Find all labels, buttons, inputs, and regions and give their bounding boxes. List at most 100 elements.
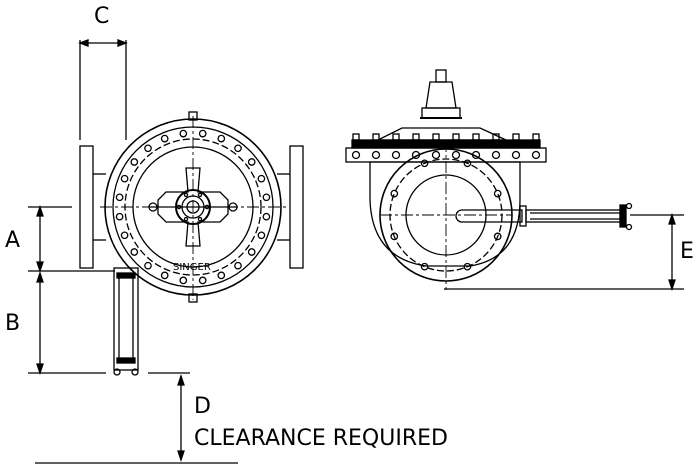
flange-bolt <box>179 276 188 285</box>
hub-bolts <box>176 192 210 222</box>
limit-switch-cap-bottom <box>116 357 136 364</box>
hub-middle <box>181 195 205 219</box>
bonnet-nut <box>472 133 480 141</box>
hub-outer <box>175 189 211 225</box>
dim-b-arrow-bottom <box>36 363 44 376</box>
pilot-base <box>421 107 461 119</box>
dim-c-arrow-left <box>78 39 89 47</box>
dim-d-arrow-top <box>177 373 185 386</box>
flange-bolt <box>257 231 266 240</box>
bonnet-nut <box>492 133 500 141</box>
flange-bolt <box>217 134 226 143</box>
pilot-cap <box>435 69 447 83</box>
bonnet-bolt <box>451 150 461 160</box>
bonnet-nut <box>372 133 380 141</box>
left-flange <box>79 145 94 269</box>
top-nub <box>188 111 198 121</box>
outlet-bolt <box>420 262 429 271</box>
outlet-bolt <box>463 262 472 271</box>
flange-bolt <box>257 174 266 183</box>
flange-bolt <box>144 144 152 153</box>
dim-b-arrow-top <box>36 270 44 283</box>
bonnet-nut <box>352 133 360 141</box>
flange-bolt <box>262 212 271 221</box>
flange-bolt <box>120 174 129 183</box>
brand-mark: SINGER <box>173 262 211 273</box>
bonnet-bolt <box>431 150 441 160</box>
indicator-screw-top <box>625 202 633 210</box>
flange-bolt <box>130 248 139 256</box>
bonnet-bolt <box>371 150 381 160</box>
clearance-note: CLEARANCE REQUIRED <box>194 426 448 451</box>
bonnet-nut <box>512 133 520 141</box>
front-view: SINGER <box>28 39 304 464</box>
outlet-bolt <box>390 189 399 198</box>
flange-bolt <box>217 271 226 280</box>
indicator-clamp <box>519 205 527 227</box>
cross-handle <box>157 167 229 247</box>
flange-bolt <box>234 261 242 270</box>
bonnet-bolt <box>511 150 521 160</box>
flange-bolt <box>234 144 242 153</box>
flange-bolt <box>130 158 139 166</box>
limit-switch-cap-top <box>116 272 136 279</box>
dim-a-arrow-bottom <box>36 261 44 274</box>
outlet-bolt <box>390 232 399 241</box>
limit-switch-foot-left <box>113 368 121 376</box>
label-c: C <box>94 4 110 29</box>
bonnet-bolt <box>491 150 501 160</box>
handle-end-left <box>148 202 158 212</box>
limit-switch-foot-right <box>131 368 139 376</box>
bottom-nub <box>188 293 198 303</box>
flange-bolt <box>160 134 169 143</box>
outlet-bolt <box>493 189 502 198</box>
hub-inner <box>186 200 200 214</box>
right-flange <box>289 145 304 269</box>
flange-bolt <box>115 212 124 221</box>
flange-bolt <box>179 129 188 138</box>
hub-bolt <box>183 192 189 198</box>
hub-bolt <box>197 192 203 198</box>
flange-bolt <box>247 158 256 166</box>
bonnet-bolt <box>391 150 401 160</box>
bonnet-nut <box>392 133 400 141</box>
front-bolts <box>115 129 271 285</box>
handle-end-right <box>228 202 238 212</box>
flange-bolt <box>120 231 129 240</box>
flange-bolt <box>144 261 152 270</box>
flange-bolt <box>160 271 169 280</box>
indicator-screw-bottom <box>625 223 633 231</box>
flange-bolt <box>262 193 271 202</box>
bonnet-bolt <box>531 150 541 160</box>
hub-bolt <box>204 204 210 210</box>
label-e: E <box>680 239 694 264</box>
indicator-stem <box>455 209 523 223</box>
dim-a-arrow-top <box>36 204 44 217</box>
flange-bolt <box>247 248 256 256</box>
dim-e-arrow-top <box>668 212 676 225</box>
limit-switch-housing <box>113 267 139 371</box>
outlet-bolt <box>420 159 429 168</box>
flange-bolt <box>198 129 207 138</box>
bonnet-bolts <box>351 133 541 160</box>
outlet-bolt <box>493 232 502 241</box>
pilot-body <box>425 81 457 109</box>
flange-bolt <box>198 276 207 285</box>
outlet-bolts <box>390 159 502 271</box>
indicator-tube <box>525 209 625 223</box>
hub-bolt <box>176 204 182 210</box>
bonnet-nut <box>432 133 440 141</box>
bonnet-nut <box>412 133 420 141</box>
bonnet-nut <box>452 133 460 141</box>
flange-bolt <box>115 193 124 202</box>
hub-bolt <box>183 216 189 222</box>
dim-e-arrow-bottom <box>668 279 676 292</box>
dim-d-arrow-bottom <box>177 450 185 463</box>
outlet-bolt <box>463 159 472 168</box>
bonnet-nut <box>532 133 540 141</box>
label-b: B <box>5 311 21 336</box>
indicator-end-cap <box>619 204 627 228</box>
label-a: A <box>5 228 21 253</box>
label-d: D <box>194 394 211 419</box>
